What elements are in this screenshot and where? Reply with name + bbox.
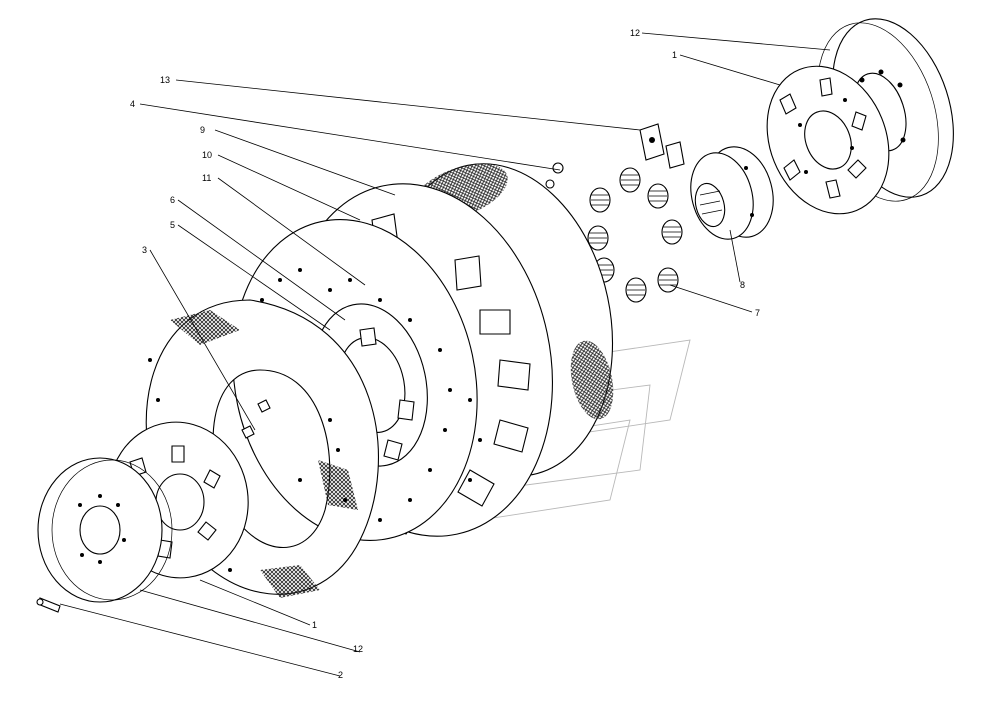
part-1-top-washer xyxy=(766,65,890,215)
leader-lines xyxy=(59,32,831,677)
part-2-bolt xyxy=(36,597,61,613)
part-8-hub xyxy=(690,146,774,240)
callout-2: 2 xyxy=(338,670,343,680)
callout-6: 6 xyxy=(170,195,175,205)
callout-8: 8 xyxy=(740,280,745,290)
callout-5: 5 xyxy=(170,220,175,230)
springs-group xyxy=(545,123,685,303)
callout-4: 4 xyxy=(130,99,135,109)
callout-labels: 12 1 13 4 9 10 11 6 5 3 8 7 1 12 2 xyxy=(130,28,760,680)
part-12-bottom-plate xyxy=(37,457,173,603)
callout-10: 10 xyxy=(202,150,212,160)
callout-11: 11 xyxy=(202,173,211,183)
callout-9: 9 xyxy=(200,125,205,135)
callout-12-top: 12 xyxy=(630,28,640,38)
callout-3: 3 xyxy=(142,245,147,255)
callout-7: 7 xyxy=(755,308,760,318)
callout-1-top: 1 xyxy=(672,50,677,60)
callout-1-bottom: 1 xyxy=(312,620,317,630)
callout-13: 13 xyxy=(160,75,170,85)
callout-12-bottom: 12 xyxy=(353,644,363,654)
